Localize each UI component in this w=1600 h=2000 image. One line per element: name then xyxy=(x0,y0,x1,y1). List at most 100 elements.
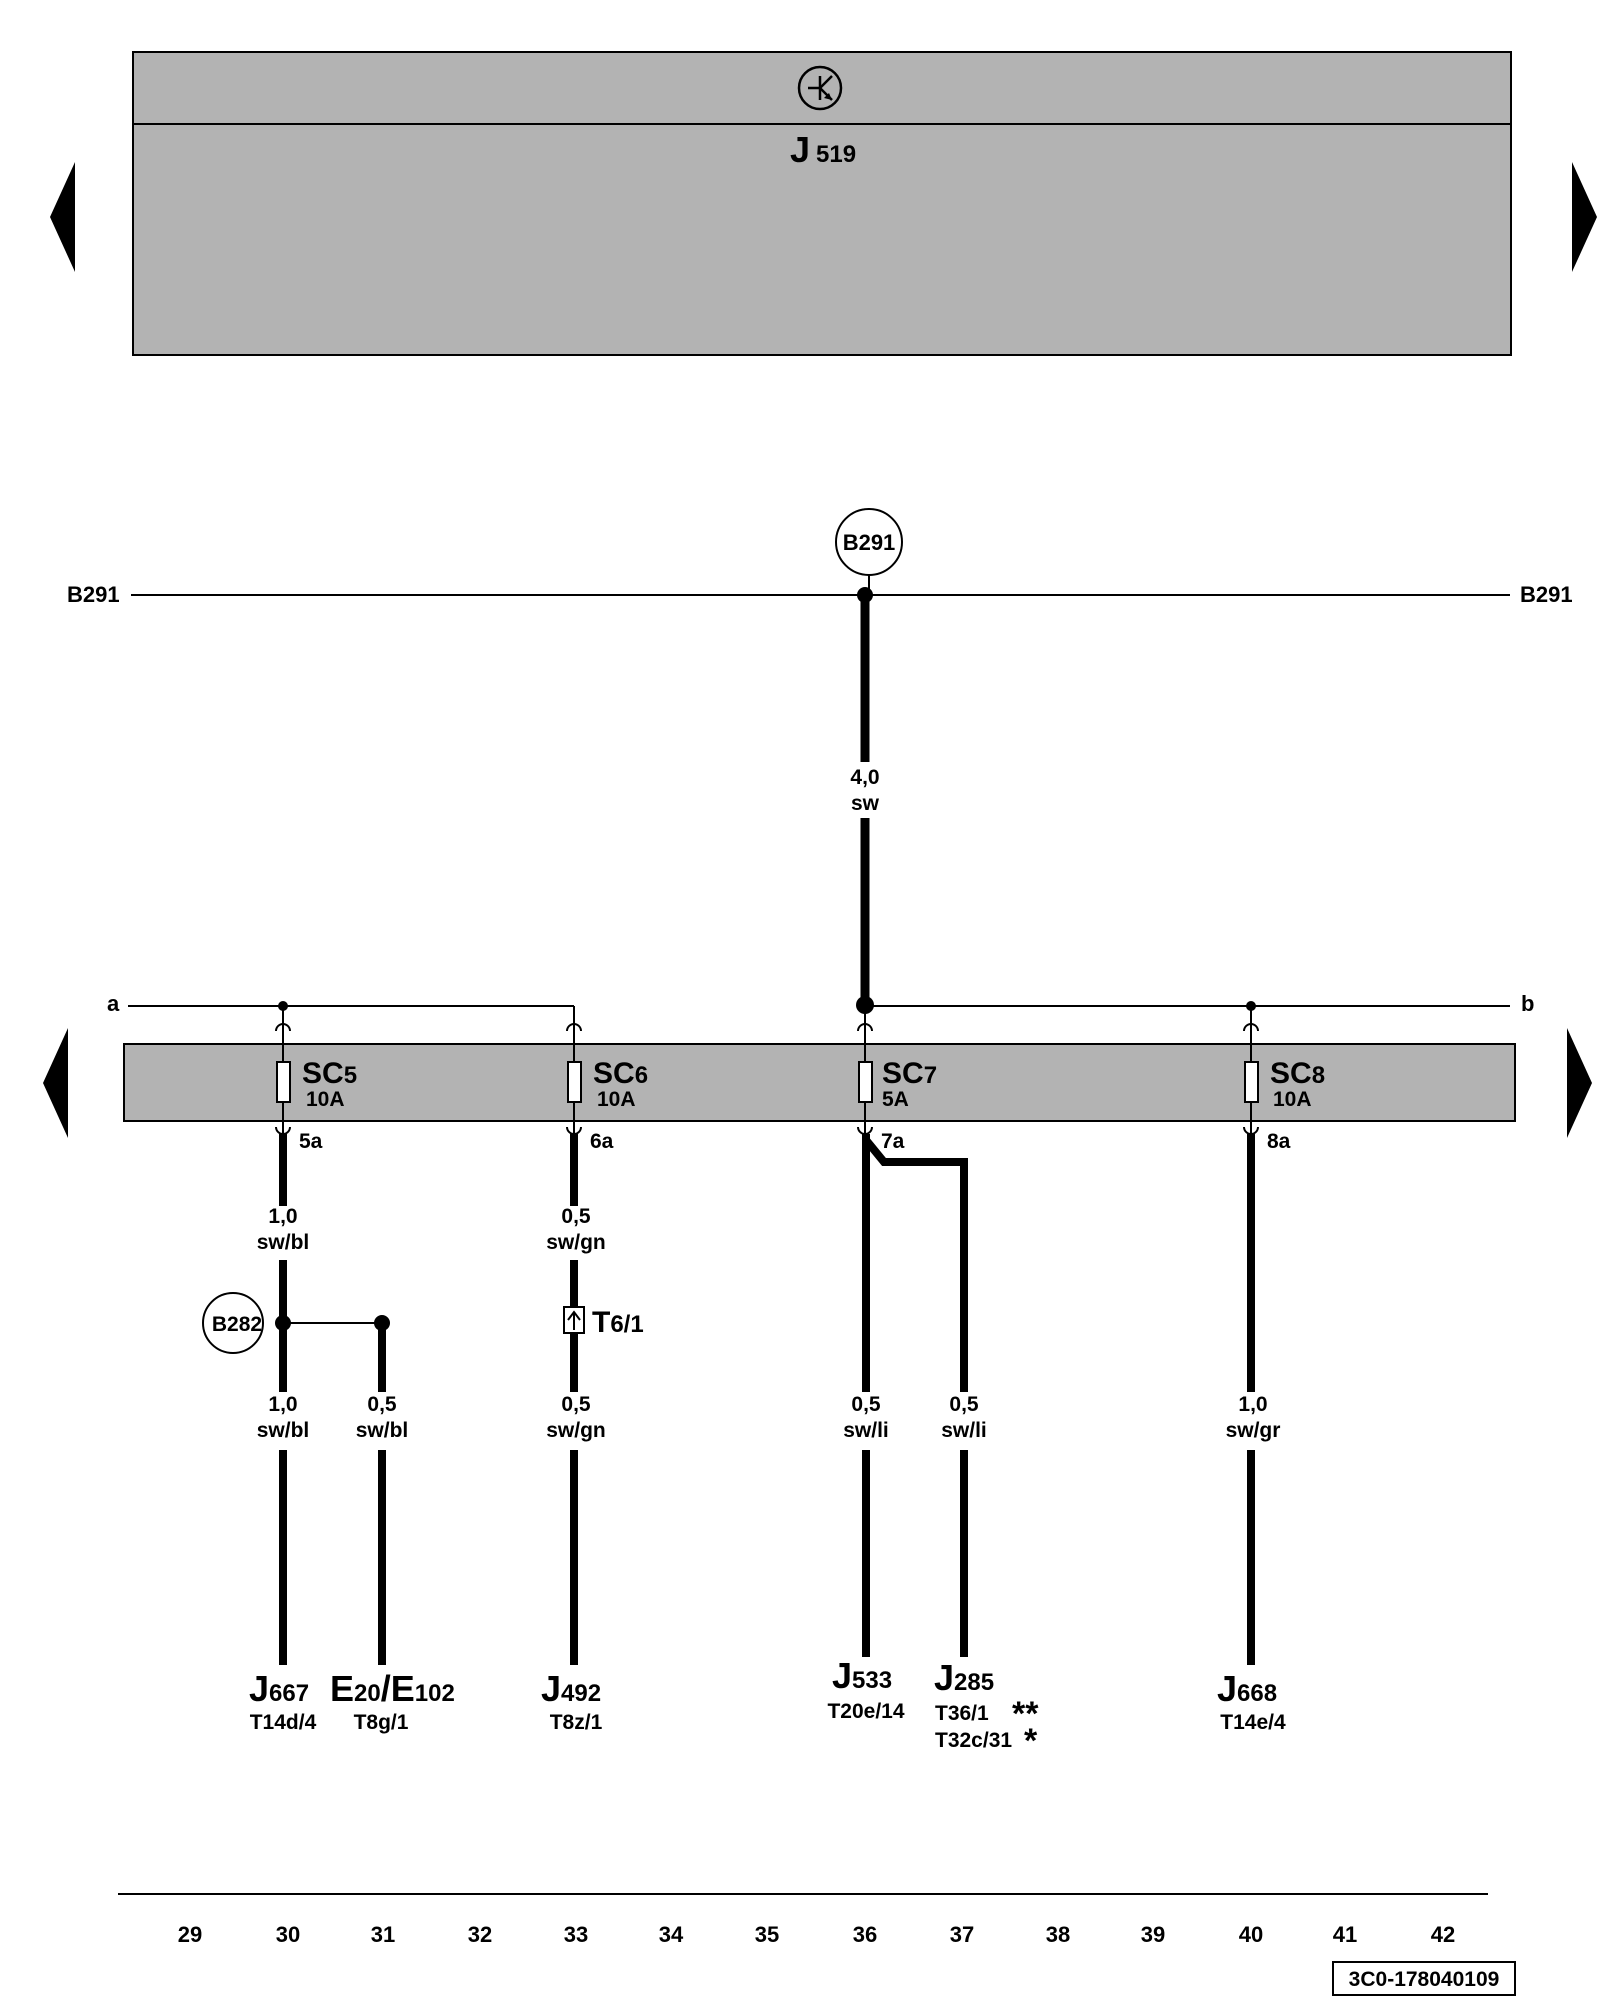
fuse-sc5[interactable]: SC5 10A 5a xyxy=(275,1006,357,1153)
grid-number: 35 xyxy=(755,1922,779,1947)
component-number: 667 xyxy=(269,1680,309,1707)
fuse-name: SC xyxy=(302,1057,344,1090)
component-number: 668 xyxy=(1237,1680,1277,1707)
previous-page-arrow-top[interactable] xyxy=(50,162,75,272)
component-number: 20 xyxy=(354,1680,381,1707)
control-unit-number: 519 xyxy=(816,141,856,168)
connector-arc-icon xyxy=(275,1023,291,1032)
grid-number: 32 xyxy=(468,1922,492,1947)
grid-number: 42 xyxy=(1431,1922,1455,1947)
grid-numbers: 29 30 31 32 33 34 35 36 37 38 39 40 41 4… xyxy=(178,1922,1455,1947)
document-id: 3C0-178040109 xyxy=(1332,1961,1516,1996)
component-label: J492 xyxy=(541,1668,601,1709)
component-label: J668 xyxy=(1217,1668,1277,1709)
wire-size: 0,5 xyxy=(367,1393,397,1416)
wire-size: 0,5 xyxy=(561,1205,591,1228)
component-pin: T8z/1 xyxy=(550,1711,603,1734)
wire-sc7-branch: 0,5 sw/li 0,5 sw/li xyxy=(843,1134,987,1657)
component-separator: / xyxy=(381,1668,391,1709)
main-wire: 4,0 sw xyxy=(850,595,880,1014)
fuse-name: SC xyxy=(882,1057,924,1090)
wire-segment xyxy=(862,1137,968,1392)
component-label: J667 xyxy=(249,1668,309,1709)
next-page-arrow-top[interactable] xyxy=(1572,162,1597,272)
fuse-rating: 10A xyxy=(306,1088,345,1111)
fuse-rating: 5A xyxy=(882,1088,909,1111)
junction-dot xyxy=(275,1315,291,1331)
component-number: 285 xyxy=(954,1669,994,1696)
component-j285[interactable]: J285 T36/1 ** T32c/31 * xyxy=(934,1657,1039,1760)
fuse-element xyxy=(858,1061,873,1103)
component-letter: J xyxy=(249,1668,269,1709)
wire-size: 0,5 xyxy=(561,1393,591,1416)
component-pin: T36/1 xyxy=(935,1702,989,1725)
wire-color: sw/gn xyxy=(546,1419,606,1442)
wire-sc5-branch: 1,0 sw/bl 1,0 sw/bl 0,5 sw/bl B282 xyxy=(202,1134,409,1665)
component-pin: T32c/31 xyxy=(935,1729,1012,1752)
supply-rails: a b xyxy=(107,991,1534,1022)
fuse-sc8[interactable]: SC8 10A 8a xyxy=(1243,1006,1325,1153)
component-j667[interactable]: J667 T14d/4 xyxy=(249,1668,317,1734)
connector-t6-icon xyxy=(563,1306,585,1334)
component-pin: T14e/4 xyxy=(1220,1711,1286,1734)
fuse-name: SC xyxy=(1270,1057,1312,1090)
fuse-name: SC xyxy=(593,1057,635,1090)
wire-size: 1,0 xyxy=(268,1205,297,1228)
control-unit-letter: J xyxy=(790,129,810,170)
component-footnote-marker: * xyxy=(1024,1722,1038,1760)
fuse-element xyxy=(567,1061,582,1103)
component-number: 492 xyxy=(561,1680,601,1707)
component-number: 102 xyxy=(415,1680,455,1707)
b282-connection-circle xyxy=(202,1292,264,1354)
wire-size: 0,5 xyxy=(949,1393,979,1416)
component-letter: J xyxy=(541,1668,561,1709)
grid-number: 37 xyxy=(950,1922,974,1947)
wire-color: sw/bl xyxy=(257,1231,310,1254)
component-footnote-marker: ** xyxy=(1012,1695,1039,1733)
component-j492[interactable]: J492 T8z/1 xyxy=(541,1668,603,1734)
junction-dot xyxy=(374,1315,390,1331)
control-unit-panel xyxy=(132,51,1512,356)
component-pin: T20e/14 xyxy=(827,1700,904,1723)
component-j533[interactable]: J533 T20e/14 xyxy=(827,1655,904,1723)
previous-page-arrow-middle[interactable] xyxy=(43,1028,68,1138)
grid-number: 36 xyxy=(853,1922,877,1947)
component-letter: E xyxy=(330,1668,354,1709)
wire-color: sw/bl xyxy=(257,1419,310,1442)
fuse-sc6[interactable]: SC6 10A 6a xyxy=(566,1022,648,1153)
b291-connection-label: B291 xyxy=(843,530,896,555)
component-letter: E xyxy=(391,1668,415,1709)
wire-sc6-branch: 0,5 sw/gn T6/1 0,5 sw/gn xyxy=(546,1134,644,1665)
grid-number: 30 xyxy=(276,1922,300,1947)
grid-number: 39 xyxy=(1141,1922,1165,1947)
grid-number: 29 xyxy=(178,1922,202,1947)
next-page-arrow-middle[interactable] xyxy=(1567,1028,1592,1138)
main-wire-color: sw xyxy=(851,792,880,815)
grid-number: 34 xyxy=(659,1922,684,1947)
fuse-label: SC6 xyxy=(593,1057,648,1090)
fuse-element xyxy=(1244,1061,1259,1103)
component-letter: J xyxy=(1217,1668,1237,1709)
fuse-sc7[interactable]: SC7 5A 7a xyxy=(857,1005,937,1153)
wire-color: sw/gn xyxy=(546,1231,606,1254)
b291-left-label: B291 xyxy=(67,582,120,607)
wire-color: sw/bl xyxy=(356,1419,409,1442)
fuse-output-label: 5a xyxy=(299,1130,323,1153)
fuse-number: 7 xyxy=(924,1062,937,1089)
grid-number: 41 xyxy=(1333,1922,1357,1947)
fuse-output-label: 6a xyxy=(590,1130,614,1153)
fuse-label: SC7 xyxy=(882,1057,937,1090)
component-e20-e102[interactable]: E20/E102 T8g/1 xyxy=(330,1668,455,1734)
connector-arc-icon xyxy=(566,1023,582,1032)
wire-color: sw/gr xyxy=(1226,1419,1281,1442)
component-number: 533 xyxy=(852,1667,892,1694)
component-label: J533 xyxy=(832,1655,892,1696)
component-j668[interactable]: J668 T14e/4 xyxy=(1217,1668,1286,1734)
fuse-label: SC8 xyxy=(1270,1057,1325,1090)
wire-color: sw/li xyxy=(843,1419,889,1442)
connector-arc-icon xyxy=(1243,1023,1259,1032)
component-pin: T14d/4 xyxy=(250,1711,317,1734)
connector-pin: 6/1 xyxy=(610,1311,643,1338)
